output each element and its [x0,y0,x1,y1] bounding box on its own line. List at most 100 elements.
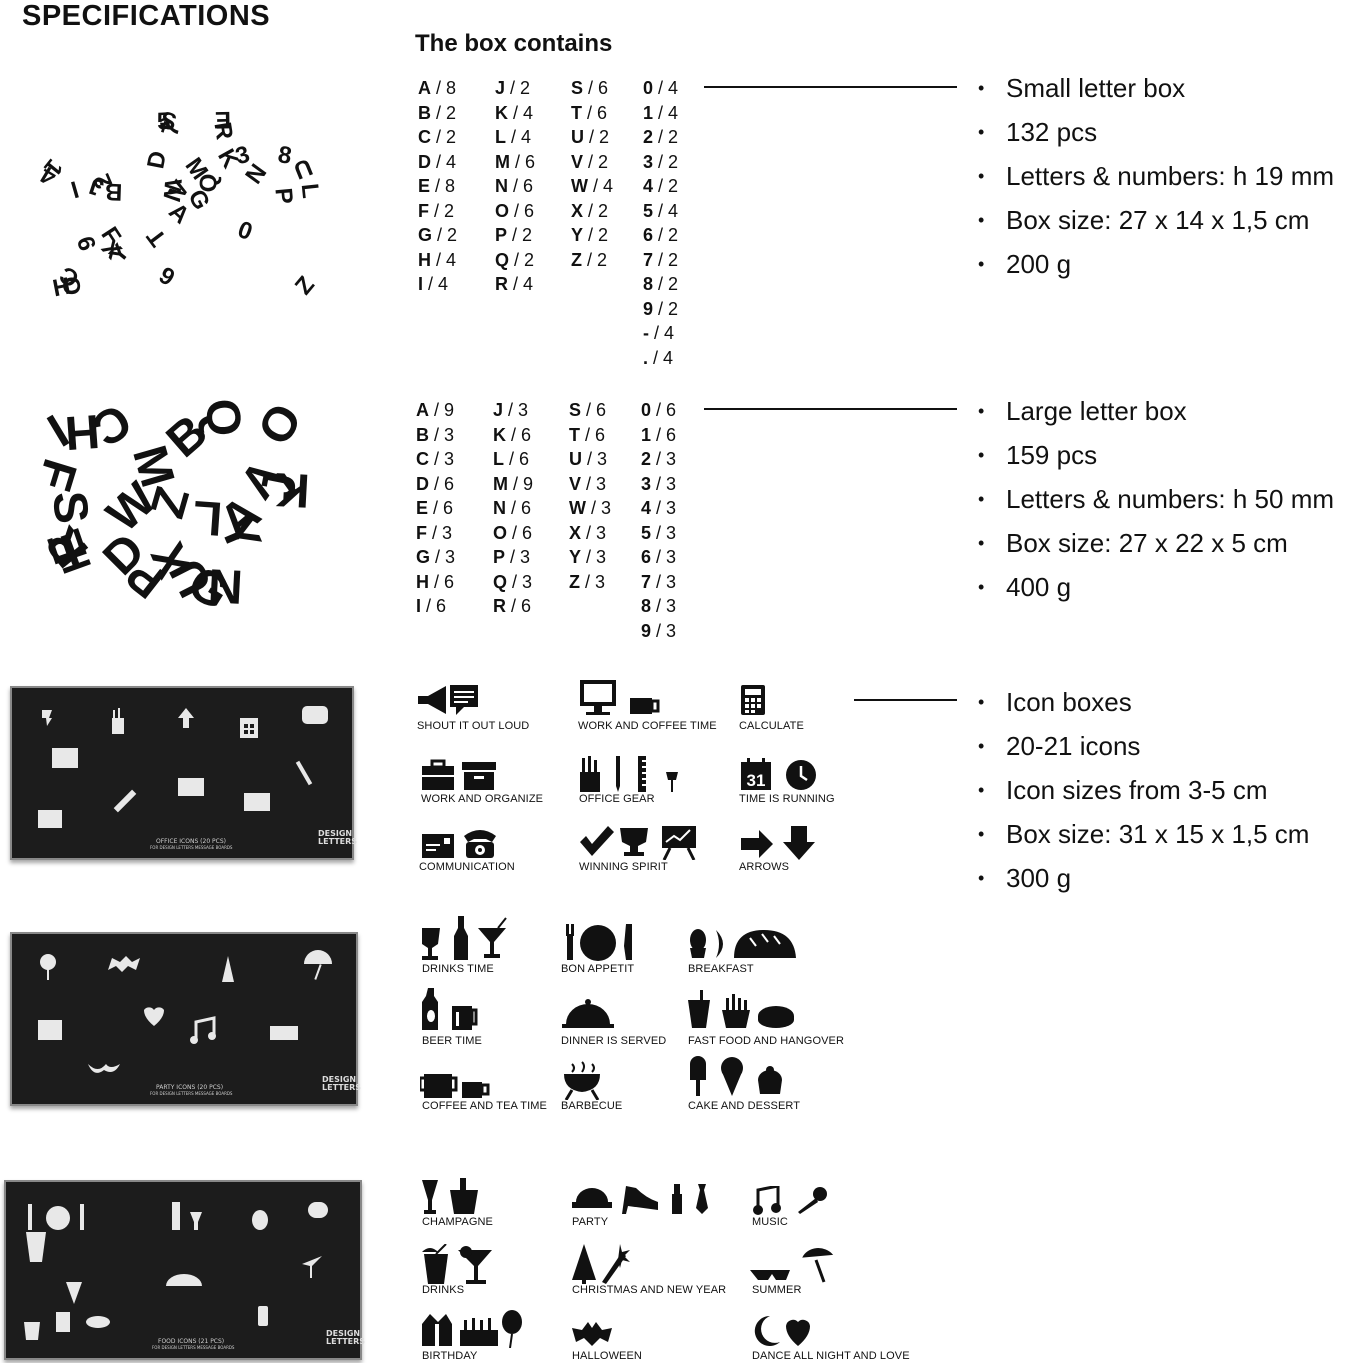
letter-quantity: 3 [666,498,677,518]
letter-count-row: 3 / 2 [643,151,679,172]
caption-office-gear: OFFICE GEAR [579,793,655,805]
page-title: SPECIFICATIONS [22,0,271,32]
letter-quantity: 9 [523,473,534,494]
letter-quantity: 2 [668,249,679,270]
letter-char: L [493,449,504,469]
letter-char: 3 [643,151,654,172]
scattered-letter: O [246,393,312,453]
letter-count-row: P / 3 [493,547,531,567]
letter-count-row: B / 2 [418,102,457,123]
letter-quantity: 2 [446,127,457,147]
letter-char: Q [495,249,510,270]
letter-char: 2 [641,449,652,469]
letter-count-row: T / 6 [569,424,606,445]
scattered-letter: R [208,119,238,142]
letter-count-row: U / 2 [571,127,610,147]
letter-count-row: X / 2 [571,200,609,221]
letter-quantity: 3 [444,449,455,469]
letter-char: 1 [641,424,652,445]
letter-char: D [416,473,429,494]
dessert-icons [690,1056,782,1096]
letter-char: 0 [643,78,654,98]
spec-item: 200 g [978,242,1334,286]
letter-char: M [495,151,510,172]
scattered-letter: L [295,182,325,200]
letter-char: A [418,78,431,98]
party-box-icons [38,950,332,1073]
caption-calculate: CALCULATE [739,720,804,732]
food-box-label: FOOD ICONS (21 PCS) [158,1338,225,1345]
letter-count-row: 2 / 2 [643,127,679,147]
letter-char: 6 [643,225,654,245]
letter-quantity: 2 [597,249,608,270]
letter-quantity: 6 [666,400,677,420]
letter-count-row: P / 2 [495,225,533,245]
letter-char: K [493,424,506,445]
letter-char: N [495,176,508,196]
letter-count-row: T / 6 [571,102,608,123]
letter-count-row: - / 4 [643,323,675,343]
letter-char: E [418,176,431,196]
letter-count-row: 9 / 3 [641,620,677,641]
letter-quantity: 3 [596,522,607,543]
office-box-sublabel: FOR DESIGN LETTERS MESSAGE BOARDS [150,845,233,850]
letter-char: 7 [641,571,652,592]
letter-char: B [416,424,429,445]
letter-quantity: 4 [668,102,679,123]
letter-char: J [495,78,506,98]
spec-item: 159 pcs [978,433,1334,477]
letter-count-row: I / 4 [418,274,449,294]
letter-quantity: 6 [444,473,455,494]
party-box-brand: DESIGN LETTERS [322,1075,362,1092]
letter-quantity: 6 [598,78,609,98]
letter-count-row: K / 4 [495,102,534,123]
letter-quantity: 3 [666,449,677,469]
letter-quantity: 6 [597,102,608,123]
letter-quantity: 8 [446,78,457,98]
letter-count-row: Q / 3 [493,571,533,592]
small-box-divider [704,86,957,88]
coffee-tea-icons [420,1074,490,1098]
scattered-letter: I [68,176,83,205]
letter-quantity: 8 [445,176,456,196]
letter-char: H [416,571,429,592]
letter-count-row: H / 4 [418,249,457,270]
letter-char: R [493,596,506,616]
calendar-clock-icons: 31 [741,758,816,790]
letter-char: 3 [641,473,652,494]
spec-item: 300 g [978,856,1309,900]
letter-count-row: 2 / 3 [641,449,677,469]
letter-char: Y [569,547,582,567]
caption-summer: SUMMER [752,1284,802,1296]
letter-char: L [495,127,506,147]
caption-drinks-time: DRINKS TIME [422,963,494,975]
letter-char: Z [569,571,580,592]
letter-char: W [569,498,586,518]
letter-count-row: N / 6 [493,498,532,518]
letter-count-row: 4 / 2 [643,176,679,196]
letter-count-row: 8 / 3 [641,596,677,616]
breakfast-icons [690,929,796,958]
party-icons [572,1184,708,1214]
letter-count-row: G / 2 [418,225,458,245]
letter-quantity: 6 [596,400,607,420]
scattered-letter: Y [103,239,136,269]
food-box-icons [24,1202,328,1340]
caption-dance-all-night-and-love: DANCE ALL NIGHT AND LOVE [752,1350,910,1362]
letter-quantity: 2 [598,200,609,221]
small-box-specs: Small letter box132 pcsLetters & numbers… [978,66,1334,286]
letter-telephone-icons [422,830,496,858]
letter-quantity: 2 [524,249,535,270]
icon-box-specs: Icon boxes20-21 iconsIcon sizes from 3-5… [978,680,1309,900]
spec-item: Box size: 27 x 14 x 1,5 cm [978,198,1334,242]
letter-quantity: 3 [666,571,677,592]
letter-quantity: 2 [447,225,458,245]
letter-char: 5 [641,522,652,543]
letter-count-row: J / 2 [495,78,531,98]
letter-count-row: S / 6 [569,400,607,420]
spec-item: 20-21 icons [978,724,1309,768]
letter-char: O [493,522,508,543]
letter-char: U [569,449,582,469]
letter-char: Z [571,249,582,270]
